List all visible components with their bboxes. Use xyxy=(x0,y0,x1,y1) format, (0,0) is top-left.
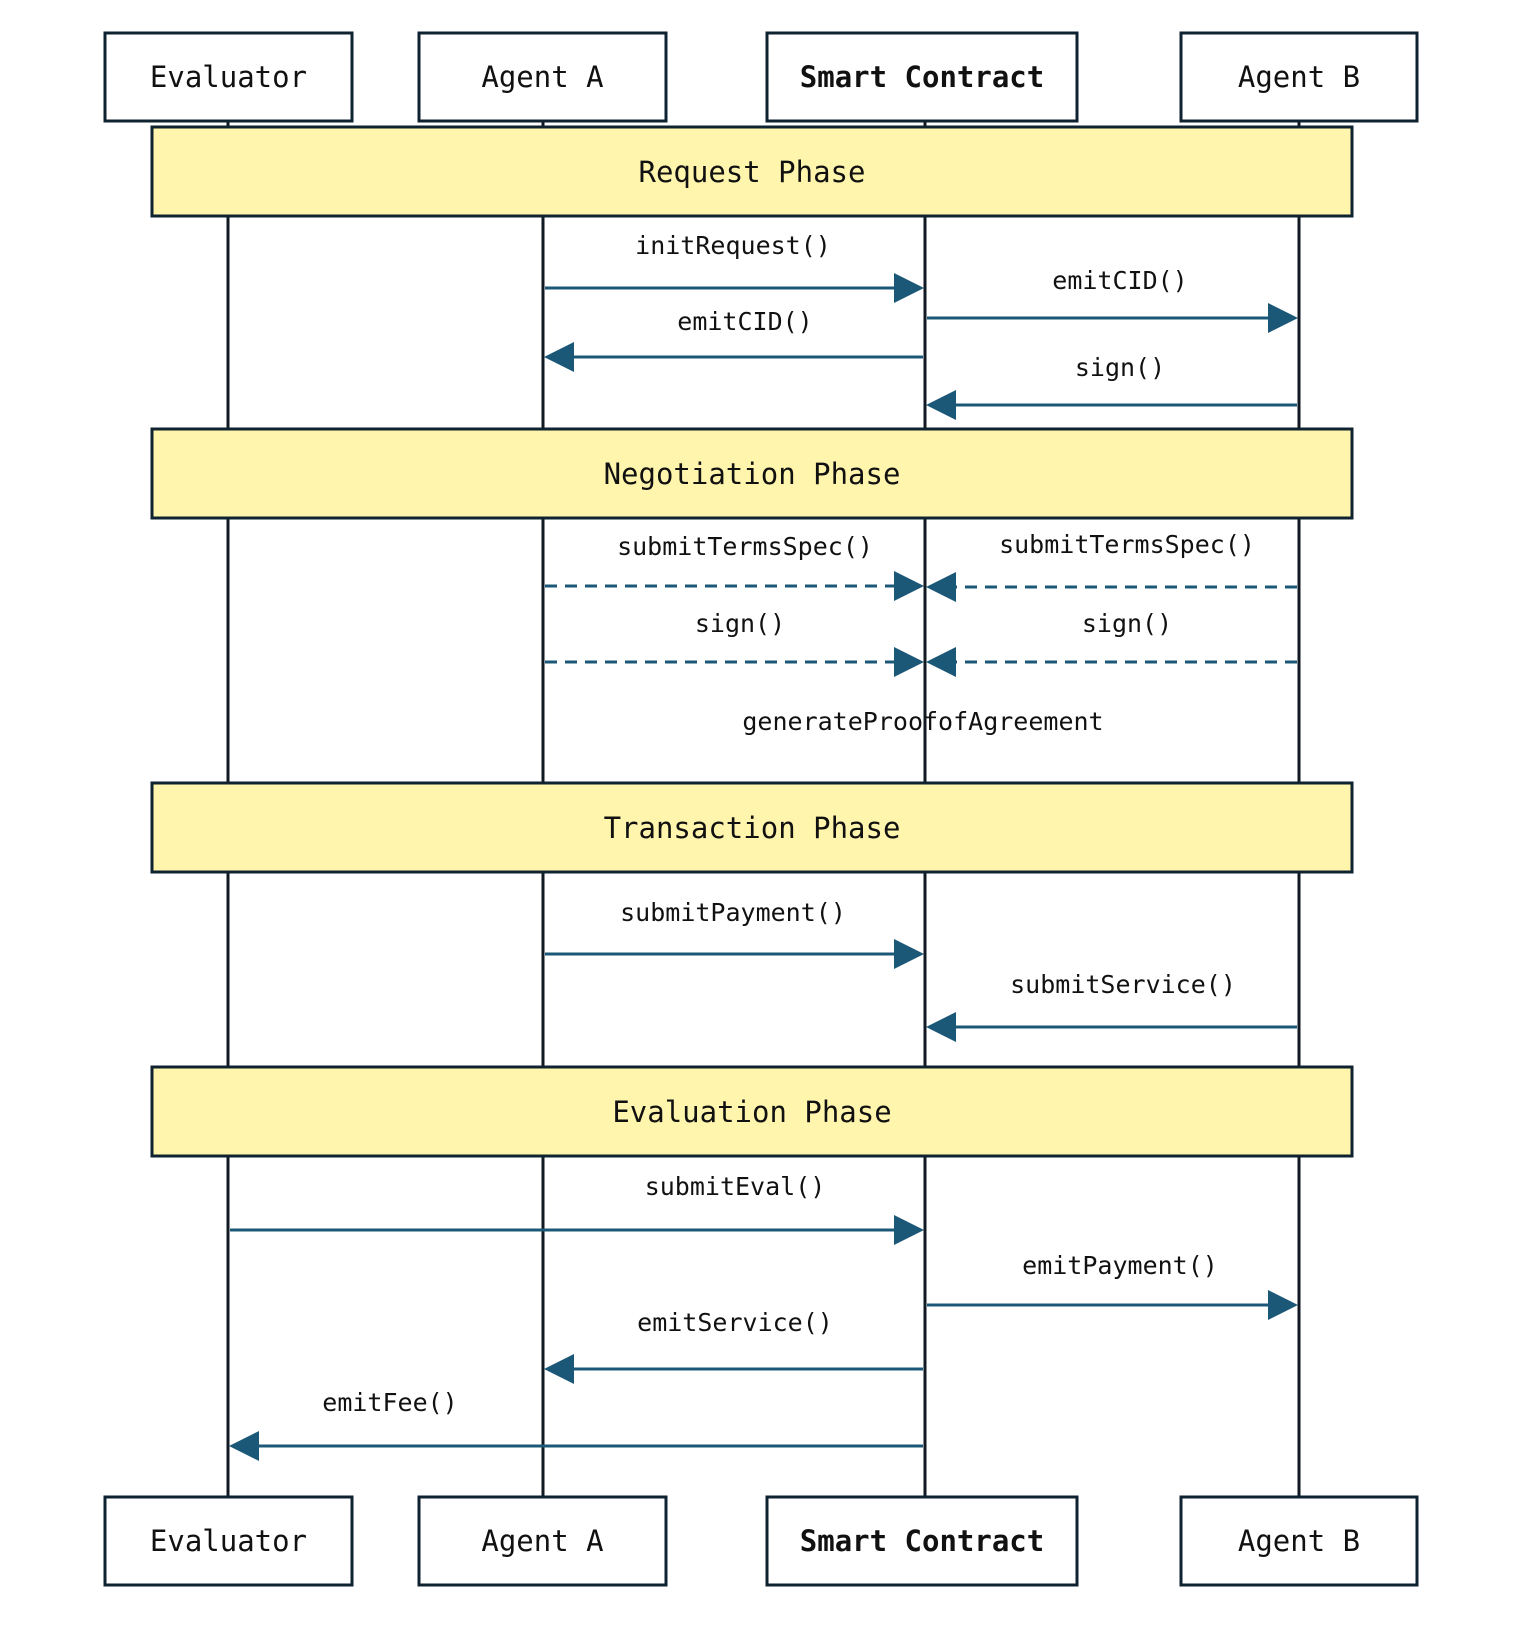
phase-bar xyxy=(150,125,1354,218)
participant-box xyxy=(765,31,1079,123)
participant-label: Agent A xyxy=(481,1524,603,1558)
message-label: emitFee() xyxy=(322,1388,457,1417)
participant-agent-b-top: Agent B xyxy=(1179,31,1419,123)
message-label: sign() xyxy=(1075,353,1165,382)
participant-evaluator-bottom: Evaluator xyxy=(103,1495,354,1587)
participant-label: Evaluator xyxy=(150,1524,307,1558)
phase-evaluation: Evaluation Phase xyxy=(150,1065,1354,1158)
phase-bar xyxy=(150,427,1354,520)
message-submittermsspec-5: submitTermsSpec() xyxy=(926,530,1297,602)
phase-bar xyxy=(150,781,1354,874)
participant-agent-a-bottom: Agent A xyxy=(417,1495,668,1587)
participant-smart-contract-top: Smart Contract xyxy=(765,31,1079,123)
message-label: emitCID() xyxy=(1052,266,1187,295)
phase-request: Request Phase xyxy=(150,125,1354,218)
participant-label: Agent B xyxy=(1238,60,1360,94)
participant-label: Evaluator xyxy=(150,60,307,94)
participant-label: Agent A xyxy=(481,60,603,94)
message-label: sign() xyxy=(1082,609,1172,638)
message-emitcid-2: emitCID() xyxy=(544,307,923,372)
participant-box xyxy=(765,1495,1079,1587)
message-sign-3: sign() xyxy=(926,353,1297,420)
participant-agent-a-top: Agent A xyxy=(417,31,668,123)
participant-box xyxy=(103,1495,354,1587)
message-sign-6: sign() xyxy=(545,609,924,677)
message-label: emitService() xyxy=(637,1308,833,1337)
participant-box xyxy=(103,31,354,123)
message-emitpayment-11: emitPayment() xyxy=(927,1251,1298,1320)
participant-label: Smart Contract xyxy=(800,60,1044,94)
phase-label: Transaction Phase xyxy=(604,811,901,845)
message-emitservice-12: emitService() xyxy=(544,1308,923,1384)
message-sign-7: sign() xyxy=(926,609,1297,677)
participant-box xyxy=(417,1495,668,1587)
message-emitfee-13: emitFee() xyxy=(229,1388,923,1461)
participant-box xyxy=(1179,1495,1419,1587)
message-label: submitEval() xyxy=(645,1172,826,1201)
participant-box xyxy=(1179,31,1419,123)
message-label: submitPayment() xyxy=(620,898,846,927)
message-label: submitService() xyxy=(1010,970,1236,999)
phase-negotiation: Negotiation Phase xyxy=(150,427,1354,520)
phase-transaction: Transaction Phase xyxy=(150,781,1354,874)
message-submittermsspec-4: submitTermsSpec() xyxy=(545,532,924,601)
phase-label: Request Phase xyxy=(639,155,866,189)
message-submitpayment-8: submitPayment() xyxy=(545,898,924,969)
participant-label: Smart Contract xyxy=(800,1524,1044,1558)
phase-label: Negotiation Phase xyxy=(604,457,901,491)
participant-agent-b-bottom: Agent B xyxy=(1179,1495,1419,1587)
message-label: emitPayment() xyxy=(1022,1251,1218,1280)
participant-box xyxy=(417,31,668,123)
message-initrequest-0: initRequest() xyxy=(545,231,924,303)
phase-bar xyxy=(150,1065,1354,1158)
message-submitservice-9: submitService() xyxy=(926,970,1297,1042)
message-label: sign() xyxy=(695,609,785,638)
message-label: emitCID() xyxy=(677,307,812,336)
message-submiteval-10: submitEval() xyxy=(230,1172,924,1245)
message-label: initRequest() xyxy=(635,231,831,260)
note-generate-proof-of-agreement: generateProofofAgreement xyxy=(742,707,1103,736)
participant-smart-contract-bottom: Smart Contract xyxy=(765,1495,1079,1587)
participant-evaluator-top: Evaluator xyxy=(103,31,354,123)
message-emitcid-1: emitCID() xyxy=(927,266,1298,333)
participant-label: Agent B xyxy=(1238,1524,1360,1558)
message-label: submitTermsSpec() xyxy=(617,532,873,561)
phase-label: Evaluation Phase xyxy=(612,1095,891,1129)
message-label: submitTermsSpec() xyxy=(999,530,1255,559)
